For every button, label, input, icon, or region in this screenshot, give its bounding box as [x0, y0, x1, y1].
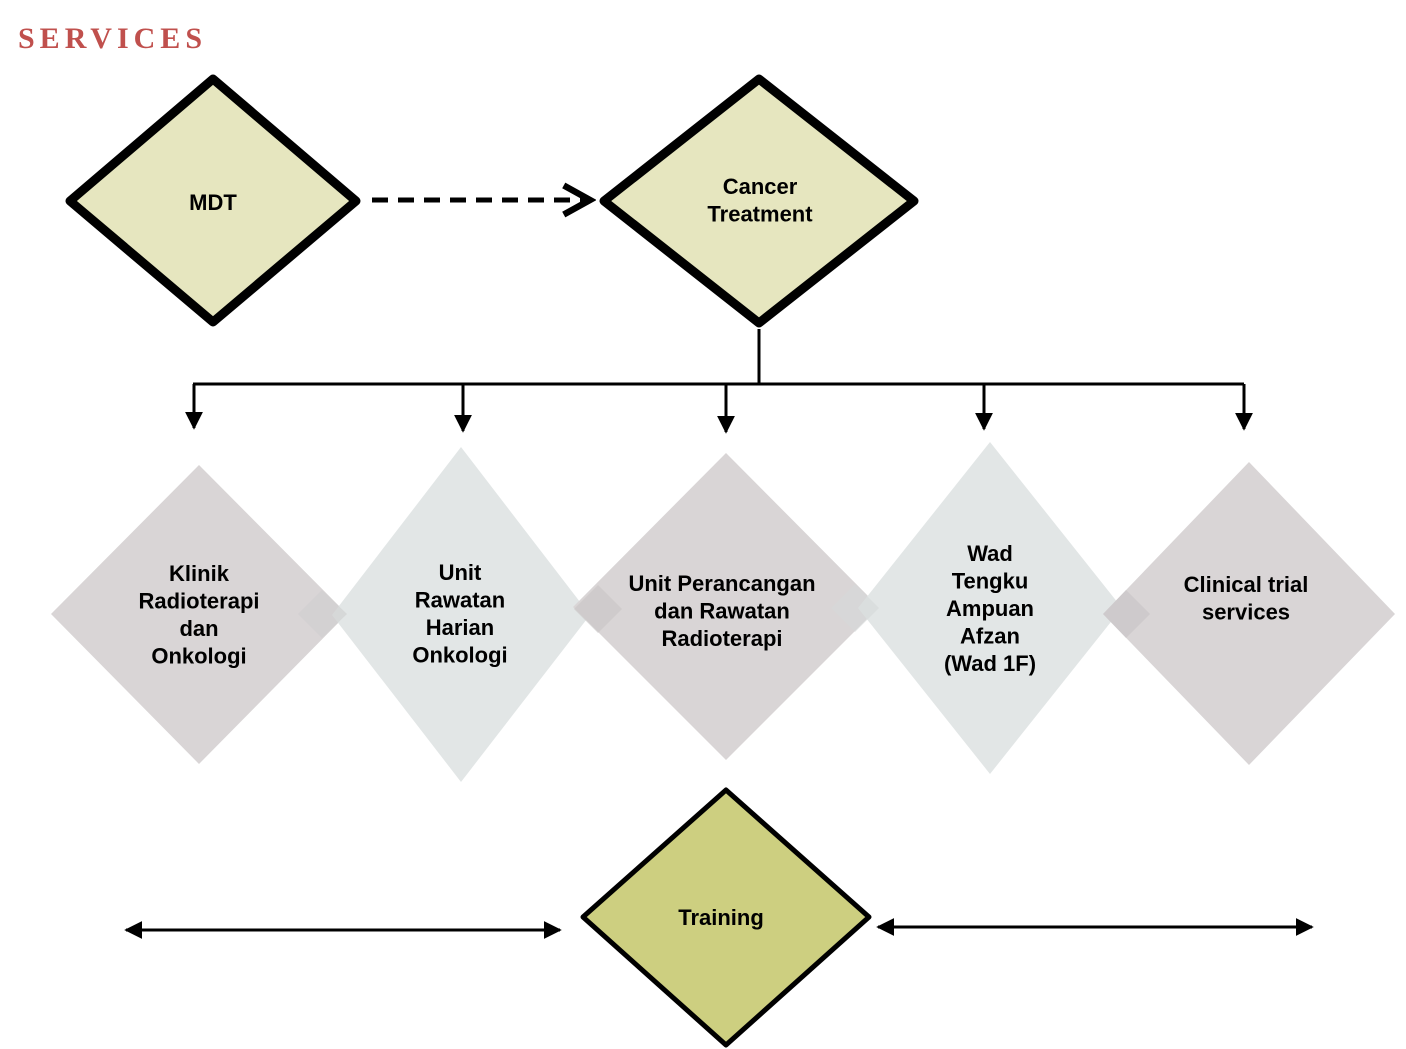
label-line: Clinical trial [1184, 572, 1309, 597]
label-line: Klinik [169, 561, 230, 586]
service-diamond-wad [858, 442, 1122, 774]
label-line: Unit [439, 560, 482, 585]
label-line: services [1202, 600, 1290, 625]
label-line: dan [179, 616, 218, 641]
training-label: Training [678, 905, 764, 930]
overlap-shadow [298, 590, 347, 638]
label-line: Rawatan [415, 588, 505, 613]
label-line: Tengku [952, 569, 1029, 594]
service-diamond-clinical-trial [1103, 462, 1395, 765]
service-node: Clinical trial services [1103, 462, 1395, 765]
service-diamond-unit-rawatan [332, 447, 590, 782]
label-line: Radioterapi [661, 626, 782, 651]
mdt-diamond [65, 74, 361, 327]
label-line: Afzan [960, 624, 1020, 649]
mdt-label: MDT [189, 190, 237, 215]
label-line: Unit Perancangan [628, 571, 815, 596]
label-line: Radioterapi [138, 589, 259, 614]
label-line: (Wad 1F) [944, 651, 1036, 676]
label-line: Treatment [707, 202, 813, 227]
label-line: Onkologi [151, 644, 246, 669]
label-line: Cancer [723, 174, 798, 199]
label-line: Training [678, 905, 764, 930]
training-diamond [580, 787, 872, 1048]
label-line: Onkologi [412, 643, 507, 668]
service-label-clinical-trial: Clinical trial services [1184, 572, 1309, 625]
overlap-shadow [1103, 590, 1150, 638]
label-line: Ampuan [946, 596, 1034, 621]
service-diamond-unit-perancangan [573, 453, 879, 760]
label-line: Wad [967, 541, 1013, 566]
cancer-treatment-diamond [599, 74, 919, 328]
label-line: Harian [426, 615, 494, 640]
overlap-shadow [574, 585, 622, 633]
overlap-shadow [831, 584, 879, 632]
label-line: MDT [189, 190, 237, 215]
service-diamond-klinik [51, 465, 347, 764]
page-title: SERVICES [18, 22, 207, 55]
label-line: dan Rawatan [654, 599, 790, 624]
